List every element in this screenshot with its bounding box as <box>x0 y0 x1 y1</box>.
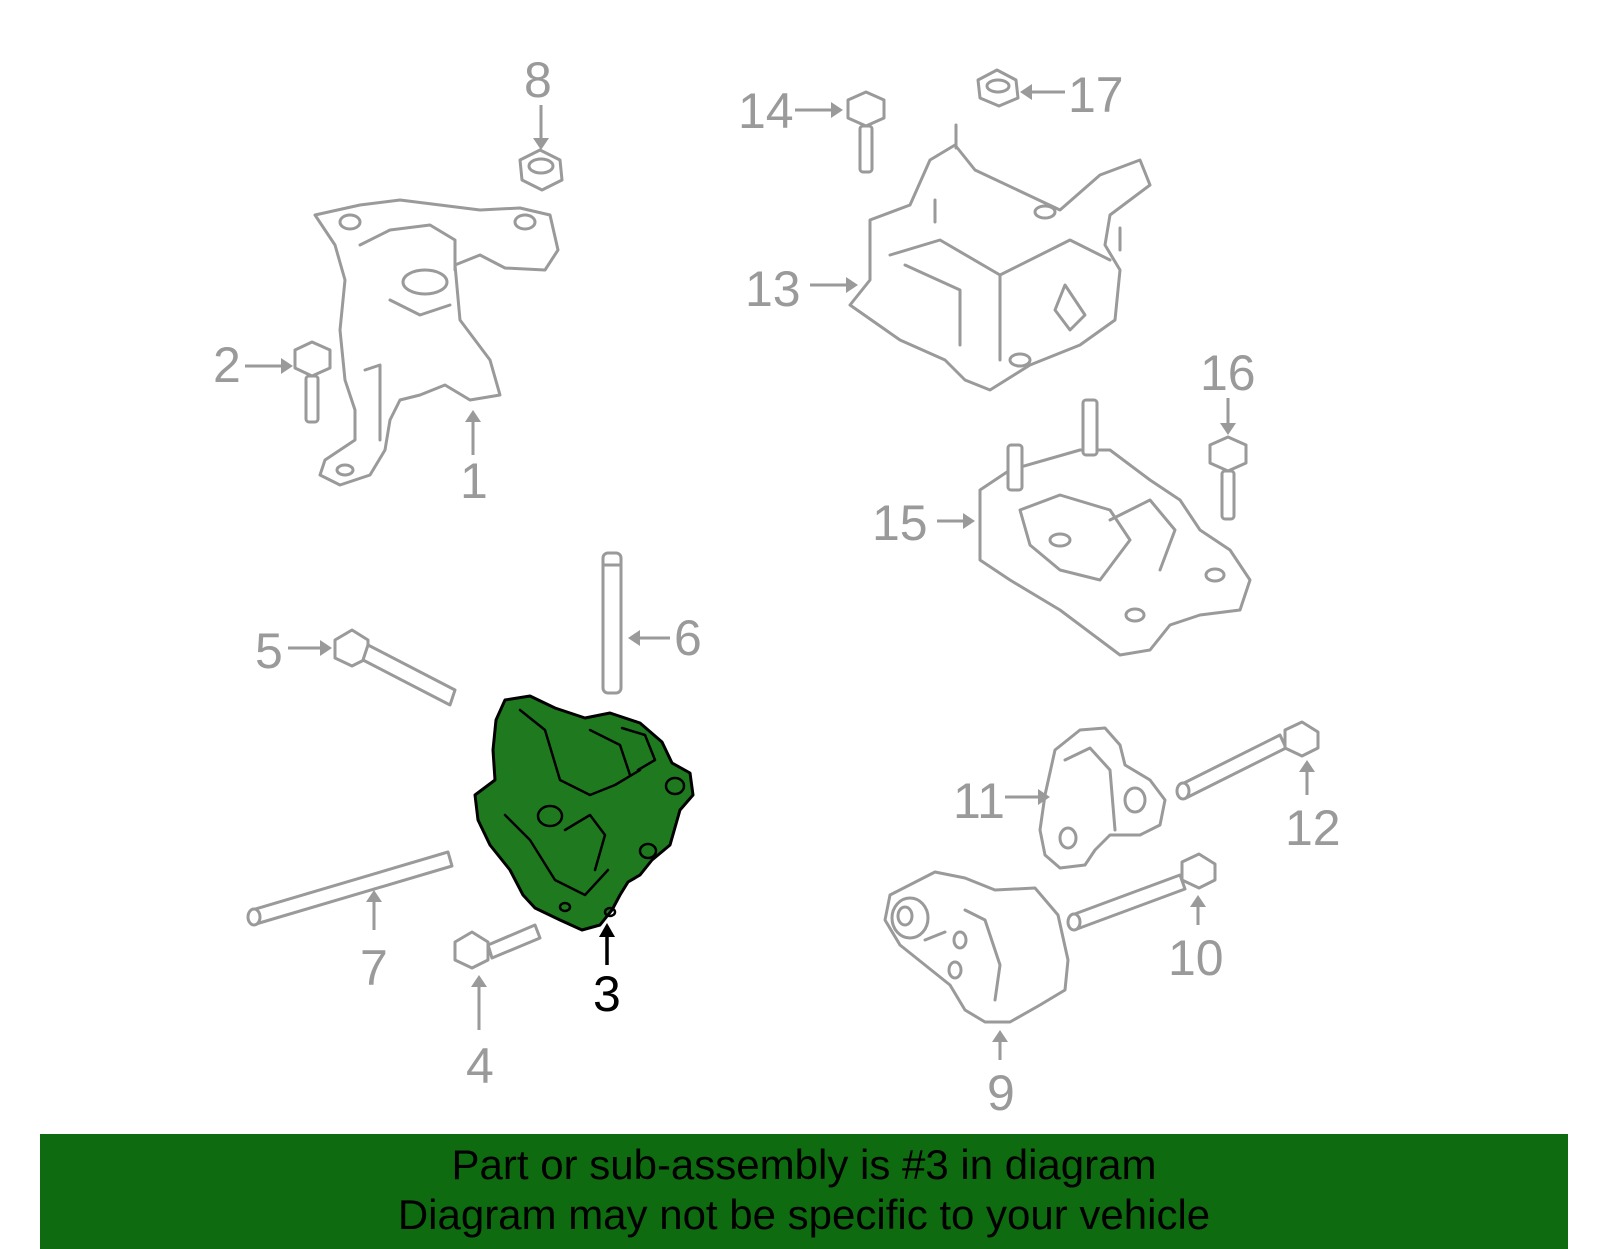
svg-text:1: 1 <box>460 453 488 509</box>
callout-11[interactable]: 11 <box>953 773 1050 829</box>
callout-6[interactable]: 6 <box>628 610 702 666</box>
banner-line-2: Diagram may not be specific to your vehi… <box>397 1191 1211 1238</box>
callout-4[interactable]: 4 <box>466 975 494 1094</box>
svg-text:4: 4 <box>466 1038 494 1094</box>
svg-text:11: 11 <box>953 773 1005 829</box>
svg-text:7: 7 <box>360 940 388 996</box>
svg-text:6: 6 <box>674 610 702 666</box>
svg-text:8: 8 <box>524 52 552 108</box>
part-14-bolt <box>846 90 886 174</box>
svg-text:13: 13 <box>745 261 801 317</box>
part-4-bolt <box>453 923 542 970</box>
part-8-nut <box>518 148 564 192</box>
part-6-stud <box>601 551 623 695</box>
callout-1[interactable]: 1 <box>460 410 488 509</box>
part-16-bolt <box>1208 435 1248 521</box>
svg-text:14: 14 <box>738 83 794 139</box>
svg-text:17: 17 <box>1068 67 1124 123</box>
part-17-nut <box>976 68 1020 108</box>
part-12-bolt <box>1175 720 1320 801</box>
svg-text:12: 12 <box>1285 800 1341 856</box>
callout-7[interactable]: 7 <box>360 890 388 996</box>
part-11-bracket <box>1038 726 1167 870</box>
part-7-stud <box>246 850 454 927</box>
callout-16[interactable]: 16 <box>1200 345 1256 435</box>
svg-text:15: 15 <box>872 495 928 551</box>
callout-17[interactable]: 17 <box>1020 67 1124 123</box>
svg-text:5: 5 <box>255 623 283 679</box>
callout-5[interactable]: 5 <box>255 623 332 679</box>
svg-text:16: 16 <box>1200 345 1256 401</box>
part-2-bolt <box>293 340 332 424</box>
callout-14[interactable]: 14 <box>738 83 843 139</box>
banner-line-1: Part or sub-assembly is #3 in diagram <box>451 1141 1157 1188</box>
part-1-mount <box>313 198 560 487</box>
parts-diagram: 8 1 2 14 1 <box>213 52 1341 1121</box>
callout-3[interactable]: 3 <box>593 923 621 1022</box>
callout-10[interactable]: 10 <box>1168 895 1224 986</box>
part-10-bolt <box>1066 852 1217 932</box>
callout-9[interactable]: 9 <box>987 1030 1015 1121</box>
callout-2[interactable]: 2 <box>213 337 293 393</box>
part-5-bolt <box>333 628 457 707</box>
info-banner: Part or sub-assembly is #3 in diagram Di… <box>40 1134 1568 1249</box>
part-3-mount-highlighted[interactable] <box>473 694 695 932</box>
svg-text:9: 9 <box>987 1065 1015 1121</box>
callout-15[interactable]: 15 <box>872 495 975 551</box>
part-13-bracket <box>848 123 1152 392</box>
svg-text:2: 2 <box>213 337 241 393</box>
callout-12[interactable]: 12 <box>1285 760 1341 856</box>
svg-text:3: 3 <box>593 966 621 1022</box>
svg-text:10: 10 <box>1168 930 1224 986</box>
part-9-mount <box>883 870 1070 1024</box>
part-15-bracket <box>978 398 1252 657</box>
callout-13[interactable]: 13 <box>745 261 858 317</box>
callout-8[interactable]: 8 <box>524 52 552 150</box>
